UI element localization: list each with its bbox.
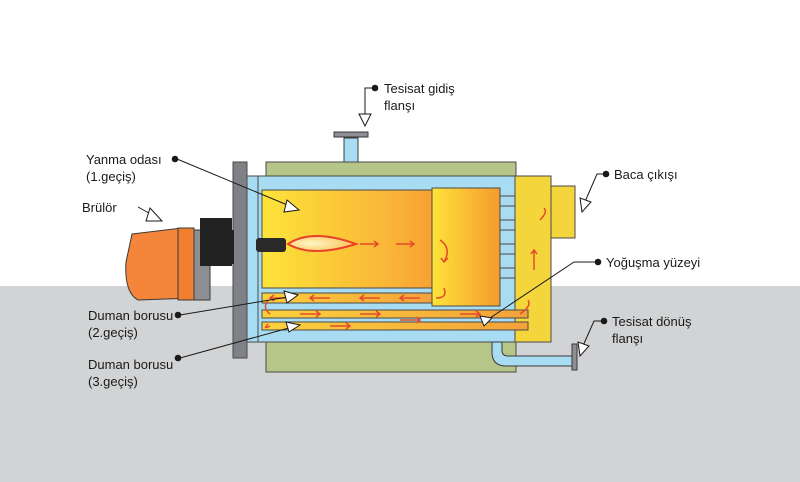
label-burner-line1: Brülör bbox=[82, 200, 117, 215]
label-supply-flange: Tesisat gidiş flanşı bbox=[384, 80, 455, 114]
flue-outlet bbox=[550, 185, 576, 239]
smoke-tube-3b bbox=[261, 321, 529, 331]
burner-assembly bbox=[125, 218, 286, 301]
smoke-tube-2 bbox=[261, 292, 433, 304]
return-flange-plate bbox=[571, 343, 578, 371]
condensing-fins bbox=[499, 195, 516, 279]
label-return-flange-line2: flanşı bbox=[612, 331, 644, 346]
label-flue-outlet-line1: Baca çıkışı bbox=[614, 167, 678, 182]
label-supply-flange-line1: Tesisat gidiş bbox=[384, 81, 455, 96]
front-plate bbox=[232, 161, 248, 359]
label-condensing-surface: Yoğuşma yüzeyi bbox=[606, 254, 700, 271]
smoke-tubes bbox=[261, 292, 529, 331]
label-return-flange: Tesisat dönüş flanşı bbox=[612, 313, 692, 347]
label-smoke-tube-2: Duman borusu (2.geçiş) bbox=[88, 307, 173, 341]
label-smoke-tube-2-line1: Duman borusu bbox=[88, 308, 174, 323]
label-combustion-chamber-line2: (1.geçiş) bbox=[86, 169, 136, 184]
label-combustion-chamber-line1: Yanma odası bbox=[86, 152, 162, 167]
label-smoke-tube-3-line2: (3.geçiş) bbox=[88, 374, 138, 389]
label-combustion-chamber: Yanma odası (1.geçiş) bbox=[86, 151, 162, 185]
label-supply-flange-line2: flanşı bbox=[384, 98, 416, 113]
label-smoke-tube-2-line2: (2.geçiş) bbox=[88, 325, 138, 340]
leader-lines bbox=[137, 87, 604, 359]
smoke-tube-3a bbox=[261, 309, 529, 319]
label-condensing-surface-line1: Yoğuşma yüzeyi bbox=[606, 255, 701, 270]
burner-flame bbox=[286, 235, 360, 252]
label-flue-outlet: Baca çıkışı bbox=[614, 166, 678, 183]
flow-arrows bbox=[264, 207, 547, 330]
front-door-strip bbox=[246, 175, 259, 343]
leader-markers bbox=[145, 84, 610, 362]
label-burner: Brülör bbox=[82, 199, 117, 216]
label-smoke-tube-3: Duman borusu (3.geçiş) bbox=[88, 356, 173, 390]
label-smoke-tube-3-line1: Duman borusu bbox=[88, 357, 174, 372]
supply-flange-plate bbox=[333, 131, 369, 138]
label-return-flange-line1: Tesisat dönüş bbox=[612, 314, 692, 329]
turning-chamber bbox=[431, 187, 501, 307]
